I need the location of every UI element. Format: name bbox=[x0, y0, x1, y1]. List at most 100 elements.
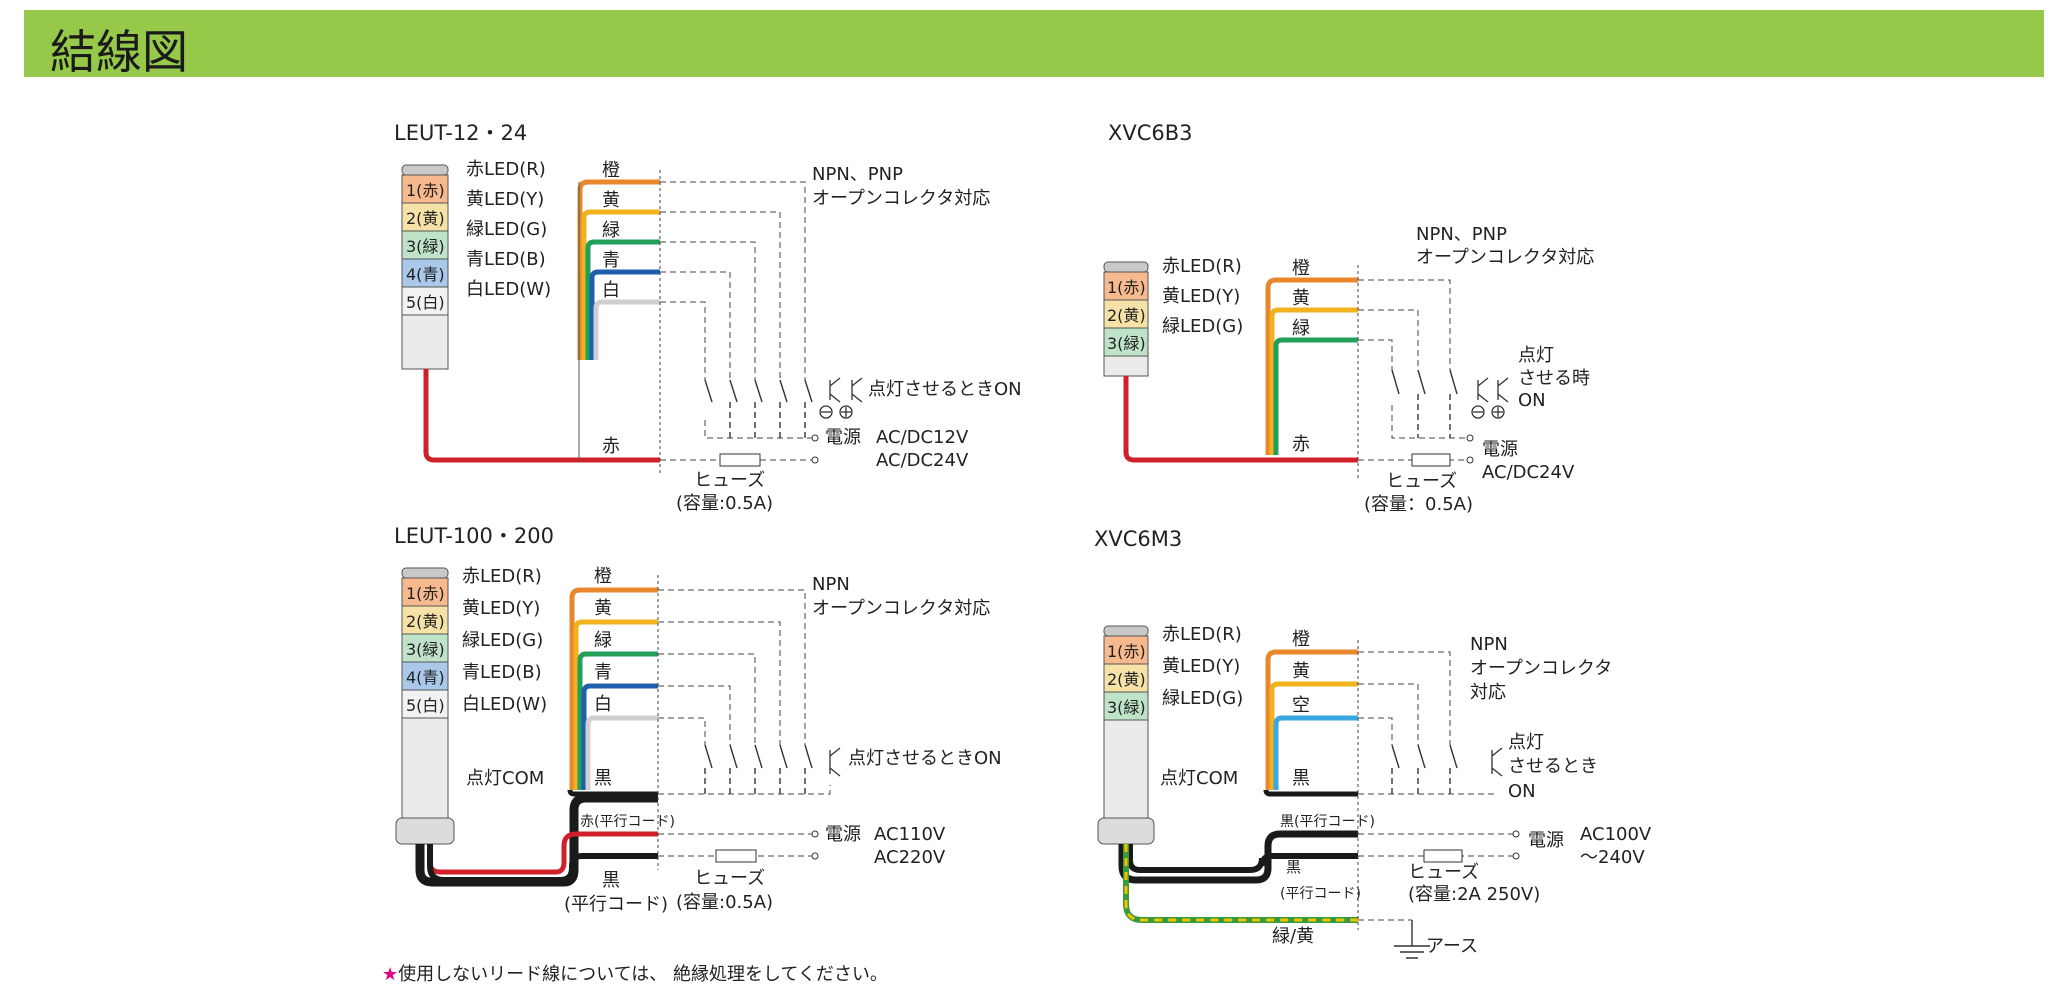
model-title: XVC6M3 bbox=[1094, 527, 1182, 551]
wire-white bbox=[593, 299, 660, 360]
tower-tier bbox=[401, 286, 449, 316]
tower-base bbox=[1103, 719, 1149, 819]
wire-label: 黒 bbox=[1292, 768, 1310, 789]
fuse-label: ヒューズ bbox=[694, 868, 765, 889]
switch bbox=[729, 379, 738, 403]
wire-label: 黄 bbox=[1292, 288, 1310, 309]
tower-cap bbox=[401, 567, 449, 579]
wire-label: 白 bbox=[594, 694, 612, 715]
fuse-icon bbox=[715, 849, 757, 863]
footer-note-text: 使用しないリード線については、 絶縁処理をしてください。 bbox=[398, 964, 888, 985]
transistor-icon bbox=[819, 377, 863, 419]
tier-label: 2(黄) bbox=[1107, 306, 1146, 325]
dashed-connection bbox=[660, 241, 756, 380]
tower-tier bbox=[401, 689, 449, 719]
dashed-connection bbox=[729, 402, 806, 438]
cord-label: 緑/黄 bbox=[1272, 926, 1314, 947]
wire-label: 緑 bbox=[594, 630, 612, 651]
tier-label: 1(赤) bbox=[1107, 278, 1146, 297]
dashed-connection bbox=[658, 621, 781, 745]
terminal-dot bbox=[1512, 830, 1520, 838]
tier-label: 5(白) bbox=[406, 696, 445, 715]
switch bbox=[704, 379, 713, 403]
model-title: LEUT-12・24 bbox=[394, 121, 527, 145]
fuse-capacity: (容量:0.5A) bbox=[676, 892, 773, 913]
led-label: 青LED(B) bbox=[462, 662, 542, 683]
terminal-dot bbox=[811, 456, 819, 464]
fuse-label: ヒューズ bbox=[694, 470, 765, 491]
power-value: AC/DC24V bbox=[876, 450, 969, 471]
wire-label: 橙 bbox=[594, 566, 612, 587]
switch-label: ON bbox=[1508, 781, 1536, 802]
tier-label: 2(黄) bbox=[1107, 670, 1146, 689]
cord-label: 赤(平行コード) bbox=[580, 814, 675, 830]
fuse-capacity: (容量:0.5A) bbox=[676, 493, 773, 514]
wire-label: 青 bbox=[594, 662, 612, 683]
power-value: AC100V bbox=[1580, 824, 1652, 845]
wire-label: 緑 bbox=[1292, 318, 1310, 339]
cord-label: 黒 bbox=[1286, 858, 1301, 876]
terminal-dot bbox=[811, 852, 819, 860]
wire-black bbox=[1263, 789, 1358, 797]
led-label: 白LED(W) bbox=[462, 694, 547, 715]
dashed-connection bbox=[1358, 279, 1451, 370]
wire-yellow bbox=[581, 209, 660, 360]
wire-label: 黄 bbox=[602, 190, 620, 211]
note-line: NPN bbox=[812, 574, 850, 595]
terminal-dot bbox=[1466, 456, 1474, 464]
dashed-connection bbox=[1391, 405, 1470, 439]
fuse-capacity: (容量：0.5A) bbox=[1364, 494, 1473, 515]
terminal-dot bbox=[1512, 852, 1520, 860]
tower-tier bbox=[401, 230, 449, 260]
note-line: オープンコレクタ対応 bbox=[1416, 247, 1594, 268]
note-line: NPN、PNP bbox=[812, 164, 903, 185]
wire-orange bbox=[1265, 277, 1358, 455]
tower-mount bbox=[1097, 817, 1155, 845]
wire-label: 青 bbox=[602, 250, 620, 271]
dashed-connection bbox=[1417, 394, 1451, 438]
led-label: 青LED(B) bbox=[466, 249, 546, 270]
note-line: オープンコレクタ対応 bbox=[812, 598, 990, 619]
tier-label: 2(黄) bbox=[406, 612, 445, 631]
led-label: 緑LED(G) bbox=[1162, 688, 1243, 709]
tier-label: 3(緑) bbox=[1107, 334, 1146, 353]
wire-label: 白 bbox=[602, 280, 620, 301]
fuse-icon bbox=[1423, 849, 1463, 863]
switch-label: 点灯させるときON bbox=[868, 379, 1022, 400]
tier-label: 2(黄) bbox=[406, 209, 445, 228]
wire-orange bbox=[569, 587, 658, 790]
dashed-connection bbox=[660, 271, 731, 380]
wire-orange bbox=[577, 179, 660, 360]
terminal-dot bbox=[1466, 434, 1474, 442]
wire-white bbox=[585, 715, 658, 790]
dashed-connection bbox=[1358, 309, 1419, 370]
switch bbox=[704, 744, 813, 769]
wire-blue bbox=[581, 683, 658, 790]
cord-label: (平行コード) bbox=[1280, 886, 1361, 902]
dashed-connection bbox=[704, 768, 806, 794]
switch bbox=[754, 379, 763, 403]
note-line: オープンコレクタ bbox=[1470, 658, 1612, 679]
wire-green bbox=[585, 239, 660, 360]
panel-leut-12-24: LEUT-12・24 1(赤) 2(黄) 3(緑) 4(青) 5(白) 赤LED… bbox=[394, 121, 1022, 514]
tier-label: 5(白) bbox=[406, 293, 445, 312]
wire-green bbox=[1273, 337, 1358, 455]
tower-base bbox=[1103, 355, 1149, 377]
cord-label: (平行コード) bbox=[564, 894, 668, 915]
parallel-cord bbox=[415, 793, 658, 887]
tower-tier bbox=[1103, 327, 1149, 357]
tower-mount bbox=[395, 817, 455, 845]
dashed-connection bbox=[1358, 339, 1393, 370]
tower-base bbox=[401, 717, 449, 819]
led-label: 赤LED(R) bbox=[1162, 256, 1242, 277]
transistor-icon bbox=[1491, 747, 1503, 777]
dashed-connection bbox=[704, 420, 815, 439]
tower-tier bbox=[401, 633, 449, 663]
tier-label: 4(青) bbox=[406, 265, 445, 284]
dashed-connection bbox=[658, 589, 806, 745]
tower-tier bbox=[1103, 271, 1149, 301]
wire-label: 赤 bbox=[602, 436, 620, 457]
panel-xvc6b3: XVC6B3 1(赤) 2(黄) 3(緑) 赤LED(R) 黄LED(Y) 緑L… bbox=[1103, 121, 1594, 515]
wire-label: 橙 bbox=[1292, 258, 1310, 279]
